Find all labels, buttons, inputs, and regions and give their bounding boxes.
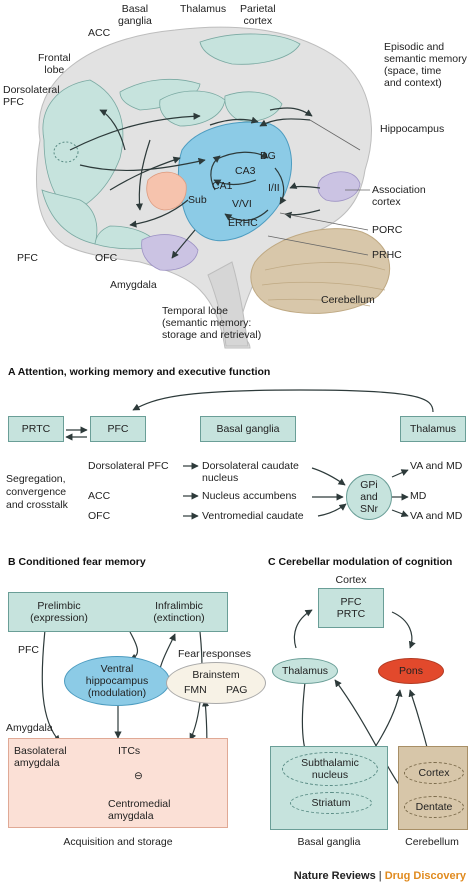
brainstem-shape [207, 261, 249, 347]
panel-b-fmn-label: FMN [184, 684, 207, 696]
amygdala-region [146, 171, 187, 211]
parietal-region [199, 33, 301, 65]
panel-a-segregation-label: Segregation, convergence and crosstalk [6, 473, 68, 511]
panel-c-dentate-oval: Dentate [404, 796, 464, 818]
panel-c-thalamus-oval: Thalamus [272, 658, 338, 684]
panel-a-pfc-box: PFC [90, 416, 146, 442]
brain-frontal-lobe-label: Frontal lobe [38, 52, 71, 76]
panel-b-itcs-label: ITCs [118, 745, 141, 757]
panel-c-subthalamic-oval: Subthalamic nucleus [282, 752, 378, 786]
brain-temporal-lobe-label: Temporal lobe (semantic memory: storage … [162, 305, 262, 341]
panel-b-pag-label: PAG [226, 684, 248, 696]
panel-b-brainstem-oval [166, 662, 266, 704]
thalamus-to-pfc-feedback-arrow [132, 389, 434, 413]
panel-c-pfc-prtc-box: PFC PRTC [318, 588, 384, 628]
panel-b-basolateral-label: Basolateral amygdala [14, 745, 67, 769]
panel-b-amygdala-box [8, 738, 228, 828]
panel-a-md-label: MD [410, 490, 427, 502]
brain-prhc-label: PRHC [372, 249, 402, 261]
panel-b-acquisition-label: Acquisition and storage [63, 836, 173, 848]
panel-c-title: C Cerebellar modulation of cognition [268, 556, 453, 568]
panel-b-centromedial-label: Centromedial amygdala [108, 798, 171, 822]
panel-b-minus-icon: ⊖ [134, 770, 143, 782]
panel-a-acc-label: ACC [88, 490, 111, 502]
footer-nature-reviews: Nature Reviews [293, 870, 376, 882]
footer-drug-discovery: Drug Discovery [384, 870, 466, 882]
panel-a-prtc-box: PRTC [8, 416, 64, 442]
panel-a-ventromedial-caudate-label: Ventromedial caudate [202, 510, 304, 522]
cerebellum-shape [250, 228, 391, 314]
panel-a-basal-ganglia-box: Basal ganglia [200, 416, 296, 442]
brain-episodic-label: Episodic and semantic memory (space, tim… [384, 41, 467, 89]
panel-c-cortex2-oval: Cortex [404, 762, 464, 784]
panel-a-gpi-snr-oval: GPi and SNr [346, 474, 392, 520]
panel-a-thalamus-box: Thalamus [400, 416, 466, 442]
panel-c-cerebellum-label: Cerebellum [405, 836, 459, 848]
panel-b-title: B Conditioned fear memory [8, 556, 146, 568]
panel-a-graphics [65, 389, 434, 520]
panel-a-dorsolateral-pfc-label: Dorsolateral PFC [88, 460, 169, 472]
panel-b-fear-responses-label: Fear responses [178, 648, 251, 660]
footer: Nature Reviews | Drug Discovery [294, 870, 466, 882]
hippo-ca3-label: CA3 [235, 165, 256, 177]
panel-b-prelimbic-label: Prelimbic (expression) [30, 600, 88, 624]
hippo-erhc-label: ERHC [228, 217, 258, 229]
hippo-sub-label: Sub [188, 194, 207, 206]
panel-b-amygdala-label: Amygdala [6, 722, 53, 734]
panel-b-pfc-label: PFC [18, 644, 39, 656]
panel-b-ventral-hippocampus-oval: Ventral hippocampus (modulation) [64, 656, 170, 706]
brain-cerebellum-label: Cerebellum [321, 294, 375, 306]
pfc-region [41, 189, 98, 245]
panel-b-pfc-box [8, 592, 228, 632]
brain-amygdala-label: Amygdala [110, 279, 157, 291]
hippo-i-ii-label: I/II [268, 182, 280, 194]
brain-dorsolateral-pfc-label: Dorsolateral PFC [3, 84, 60, 108]
panel-a-ofc-label: OFC [88, 510, 111, 522]
brain-ofc-label: OFC [95, 252, 118, 264]
panel-c-basal-ganglia-label: Basal ganglia [297, 836, 361, 848]
panel-b-infralimbic-label: Infralimbic (extinction) [153, 600, 205, 624]
association-cortex-region [317, 171, 361, 202]
brain-parietal-cortex-label: Parietal cortex [240, 3, 276, 27]
panel-a-title: A Attention, working memory and executiv… [8, 366, 271, 378]
brain-porc-label: PORC [372, 224, 403, 236]
footer-separator: | [375, 870, 385, 882]
panel-a-va-md-2-label: VA and MD [410, 510, 463, 522]
brain-illustration [36, 26, 391, 349]
panel-c-pons-oval: Pons [378, 658, 444, 684]
brain-acc-label: ACC [88, 27, 111, 39]
brain-pfc-label: PFC [17, 252, 38, 264]
hippo-ca1-label: CA1 [212, 180, 233, 192]
panel-b-brainstem-label: Brainstem [192, 669, 240, 681]
panel-a-dorsolateral-caudate-label: Dorsolateral caudate nucleus [202, 460, 299, 484]
brain-basal-ganglia-label: Basal ganglia [118, 3, 152, 27]
brain-hippocampus-label: Hippocampus [380, 123, 445, 135]
panel-a-va-md-1-label: VA and MD [410, 460, 463, 472]
brain-association-cortex-label: Association cortex [372, 184, 426, 208]
panel-c-cortex-label: Cortex [335, 574, 367, 586]
pfc-to-amygdala-arrow [41, 629, 61, 743]
hippo-dg-label: DG [260, 150, 276, 162]
panel-a-nucleus-accumbens-label: Nucleus accumbens [202, 490, 297, 502]
hippo-v-vi-label: V/VI [232, 198, 252, 210]
panel-c-striatum-oval: Striatum [290, 792, 372, 814]
thalamus-region [224, 91, 283, 122]
brain-thalamus-label: Thalamus [180, 3, 227, 15]
